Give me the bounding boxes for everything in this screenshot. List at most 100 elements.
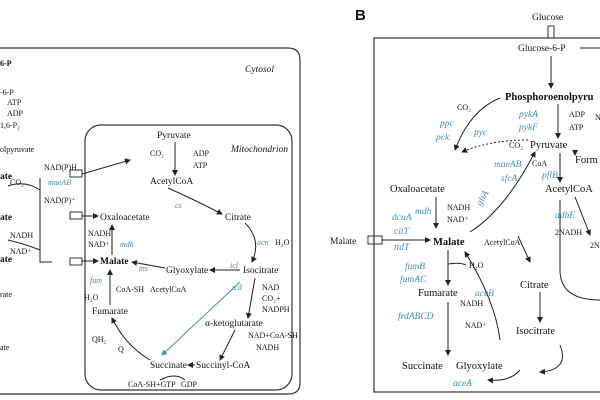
malate-external: Malate <box>330 237 356 247</box>
enzyme-maeab: maeAB <box>494 160 522 170</box>
atp: ATP <box>569 123 584 132</box>
glucose-6-p: Glucose-6-P <box>518 44 566 54</box>
nad-coa: NAD+CoA-SH <box>248 331 298 340</box>
acetylcoa2: AcetylCoA <box>484 238 521 247</box>
partial-label: ate <box>0 172 12 182</box>
panel-b: B Glucose Glucose-6-P Phosphoroenolpyru … <box>330 7 600 393</box>
enzyme-fumb: fumB <box>405 261 425 272</box>
co2-icd: CO₂+ <box>262 294 281 303</box>
enzyme-mdh: mdh <box>415 207 432 217</box>
h2o-acn: H₂O <box>275 238 290 247</box>
malate: Malate <box>433 237 465 248</box>
partial-label: -6-P <box>0 88 14 97</box>
co2-top: CO₂ <box>457 103 471 112</box>
fumarate: Fumarate <box>92 307 128 317</box>
co2-pyc: CO₂ <box>509 141 523 150</box>
q: Q <box>118 345 124 354</box>
coa-sh: CoA-SH <box>116 285 144 294</box>
partial-label: ADP <box>7 109 24 118</box>
mitochondrion-boundary <box>84 124 293 391</box>
enzyme-icl: icl <box>230 261 239 270</box>
panel-a: Cytosol Mitochondrion 6-P -6-P ATP ADP 1… <box>0 47 301 395</box>
succinate: Succinate <box>150 361 187 371</box>
enzyme-fumac: fumAC <box>400 274 427 285</box>
nadh2: NADH <box>460 299 483 308</box>
pep: Phosphoroenolpyru <box>505 92 594 103</box>
enzyme-acn: acn <box>257 238 269 247</box>
panel-b-label: B <box>355 7 366 24</box>
glyoxylate: Glyoxylate <box>166 266 208 276</box>
succinylcoa: Succinyl-CoA <box>196 361 250 371</box>
malate: Malate <box>100 257 129 267</box>
nad-icd: NAD <box>262 283 280 292</box>
atp: ATP <box>193 161 208 170</box>
qh2: QH₂ <box>92 335 107 344</box>
enzyme-acea: aceA <box>453 379 472 389</box>
adp: ADP <box>193 149 210 158</box>
enzyme-pflb: pflB <box>541 170 558 181</box>
isocitrate: Isocitrate <box>243 266 278 276</box>
enzyme-adhe: adhE <box>555 211 575 221</box>
nadp-label: NAD(P)⁺ <box>44 196 75 205</box>
partial-label: 2N <box>590 241 600 250</box>
enzyme-pykf: pykF <box>518 123 538 133</box>
partial-label: ate <box>0 343 10 352</box>
enzyme-pck: pck <box>435 133 450 143</box>
akg: α-ketoglutarate <box>205 319 263 329</box>
pyruvate: Pyruvate <box>157 131 191 141</box>
glyoxylate: Glyoxylate <box>456 361 503 372</box>
enzyme-pyka: pykA <box>518 110 538 120</box>
h2o: H₂O <box>469 261 484 270</box>
co2: CO₂ <box>150 149 164 158</box>
nad2: NAD⁺ <box>465 321 487 330</box>
isocitrate: Isocitrate <box>516 326 555 337</box>
enzyme-aceb: aceB <box>475 289 494 299</box>
enzyme-sfca: sfcA <box>501 173 518 184</box>
coa: CoA <box>532 159 547 168</box>
citrate: Citrate <box>225 213 251 223</box>
citrate: Citrate <box>520 280 549 291</box>
cytosol-boundary <box>0 47 301 395</box>
acetylcoa: AcetylCoA <box>150 177 193 187</box>
nadh: NADH <box>88 229 111 238</box>
enzyme-mdh: mdh <box>120 240 134 249</box>
partial-label: ATP <box>7 98 22 107</box>
fumarate: Fumarate <box>418 288 458 299</box>
succinate: Succinate <box>402 361 443 372</box>
gdp: GDP <box>181 380 198 389</box>
two-nadh: 2NADH <box>555 228 582 237</box>
enzyme-ppc: ppc <box>439 119 455 129</box>
enzyme-cs: cs <box>175 201 182 210</box>
nad: NAD⁺ <box>88 240 110 249</box>
nadh1: NADH <box>447 203 470 212</box>
mitochondrion-label: Mitochondrion <box>230 145 288 155</box>
acetylcoa-ms: AcetylCoA <box>150 285 187 294</box>
partial-label: rate <box>0 290 12 299</box>
partial-label: N <box>595 113 600 122</box>
enzyme-citt: citT <box>394 227 409 237</box>
cytosol-label: Cytosol <box>245 65 274 75</box>
enzyme-frdabcd: frdABCD <box>398 311 434 322</box>
pyruvate: Pyruvate <box>530 140 568 151</box>
partial-label: 6-P <box>0 59 12 68</box>
acetylcoa: AcetylCoA <box>545 184 593 195</box>
enzyme-pyc: pyc <box>473 128 488 138</box>
h2o-fum: H₂O <box>84 293 99 302</box>
partial-label: Form <box>575 155 598 166</box>
partial-label: 1,6-P₂ <box>0 121 20 130</box>
enzyme-ttdt: ttdT <box>394 243 410 253</box>
nadph-label: NAD(P)H <box>44 163 77 172</box>
enzyme-glta: gltA <box>475 189 492 208</box>
nadph-icd: NADPH <box>262 305 290 314</box>
enzyme-maeab: maeAB <box>48 178 71 187</box>
enzyme-icd: icd <box>232 283 243 292</box>
cell-boundary <box>373 37 600 393</box>
enzyme-fum: fum <box>90 276 102 285</box>
oxaloacetate: Oxaloacetate <box>390 184 445 195</box>
nadh-label: NADH <box>10 231 33 240</box>
co2-label: CO₂ <box>10 178 24 187</box>
gtp: CoA-SH+GTP <box>128 380 176 389</box>
partial-label: ate <box>0 213 12 223</box>
nadh-akg: NADH <box>256 343 279 352</box>
